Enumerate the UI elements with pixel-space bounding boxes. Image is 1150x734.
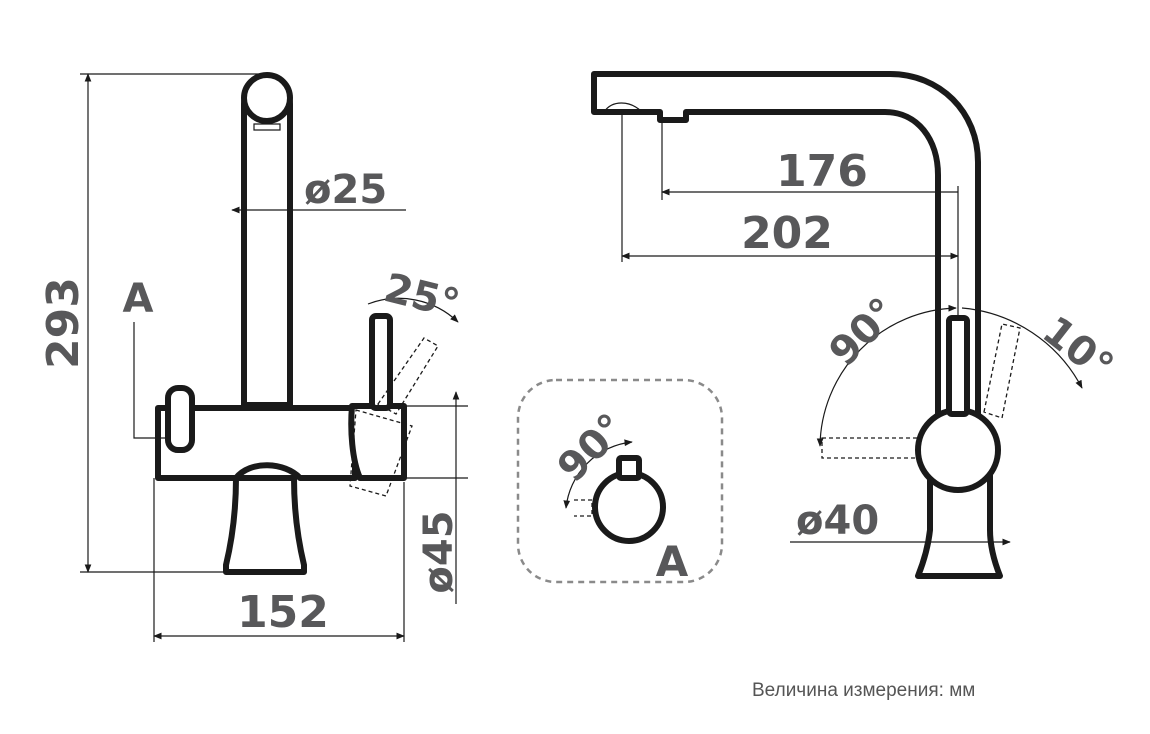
side-knob <box>915 407 1001 493</box>
label-height: 293 <box>38 277 89 369</box>
label-knob-diameter: ø40 <box>796 498 879 544</box>
detail-knob <box>592 470 666 544</box>
detail-knob-tab <box>616 455 642 481</box>
label-swivel-angle: 90° <box>821 289 907 375</box>
front-lever-tilted <box>377 337 439 415</box>
label-view-marker: A <box>123 276 154 322</box>
side-view: 176 202 90° 10° ø40 <box>591 71 1122 579</box>
front-spout-top <box>241 72 293 124</box>
label-base-diameter: ø45 <box>416 510 462 593</box>
detail-a: 90° A <box>516 378 724 586</box>
label-detail-marker: A <box>656 537 689 586</box>
front-view: 293 ø25 A 25° ø45 152 <box>38 72 468 642</box>
front-right-lever <box>369 313 393 411</box>
label-reach-short: 176 <box>776 146 868 197</box>
front-right-housing <box>348 403 407 481</box>
side-column <box>915 457 1003 579</box>
front-left-handle <box>165 385 195 453</box>
label-reach-long: 202 <box>741 208 833 259</box>
side-lever <box>946 315 970 417</box>
units-note: Величина измерения: мм <box>752 680 975 701</box>
label-spout-diameter: ø25 <box>304 167 387 213</box>
label-tilt-angle: 10° <box>1034 308 1122 391</box>
front-base <box>223 475 307 575</box>
front-body <box>155 405 358 481</box>
label-width: 152 <box>237 587 329 638</box>
